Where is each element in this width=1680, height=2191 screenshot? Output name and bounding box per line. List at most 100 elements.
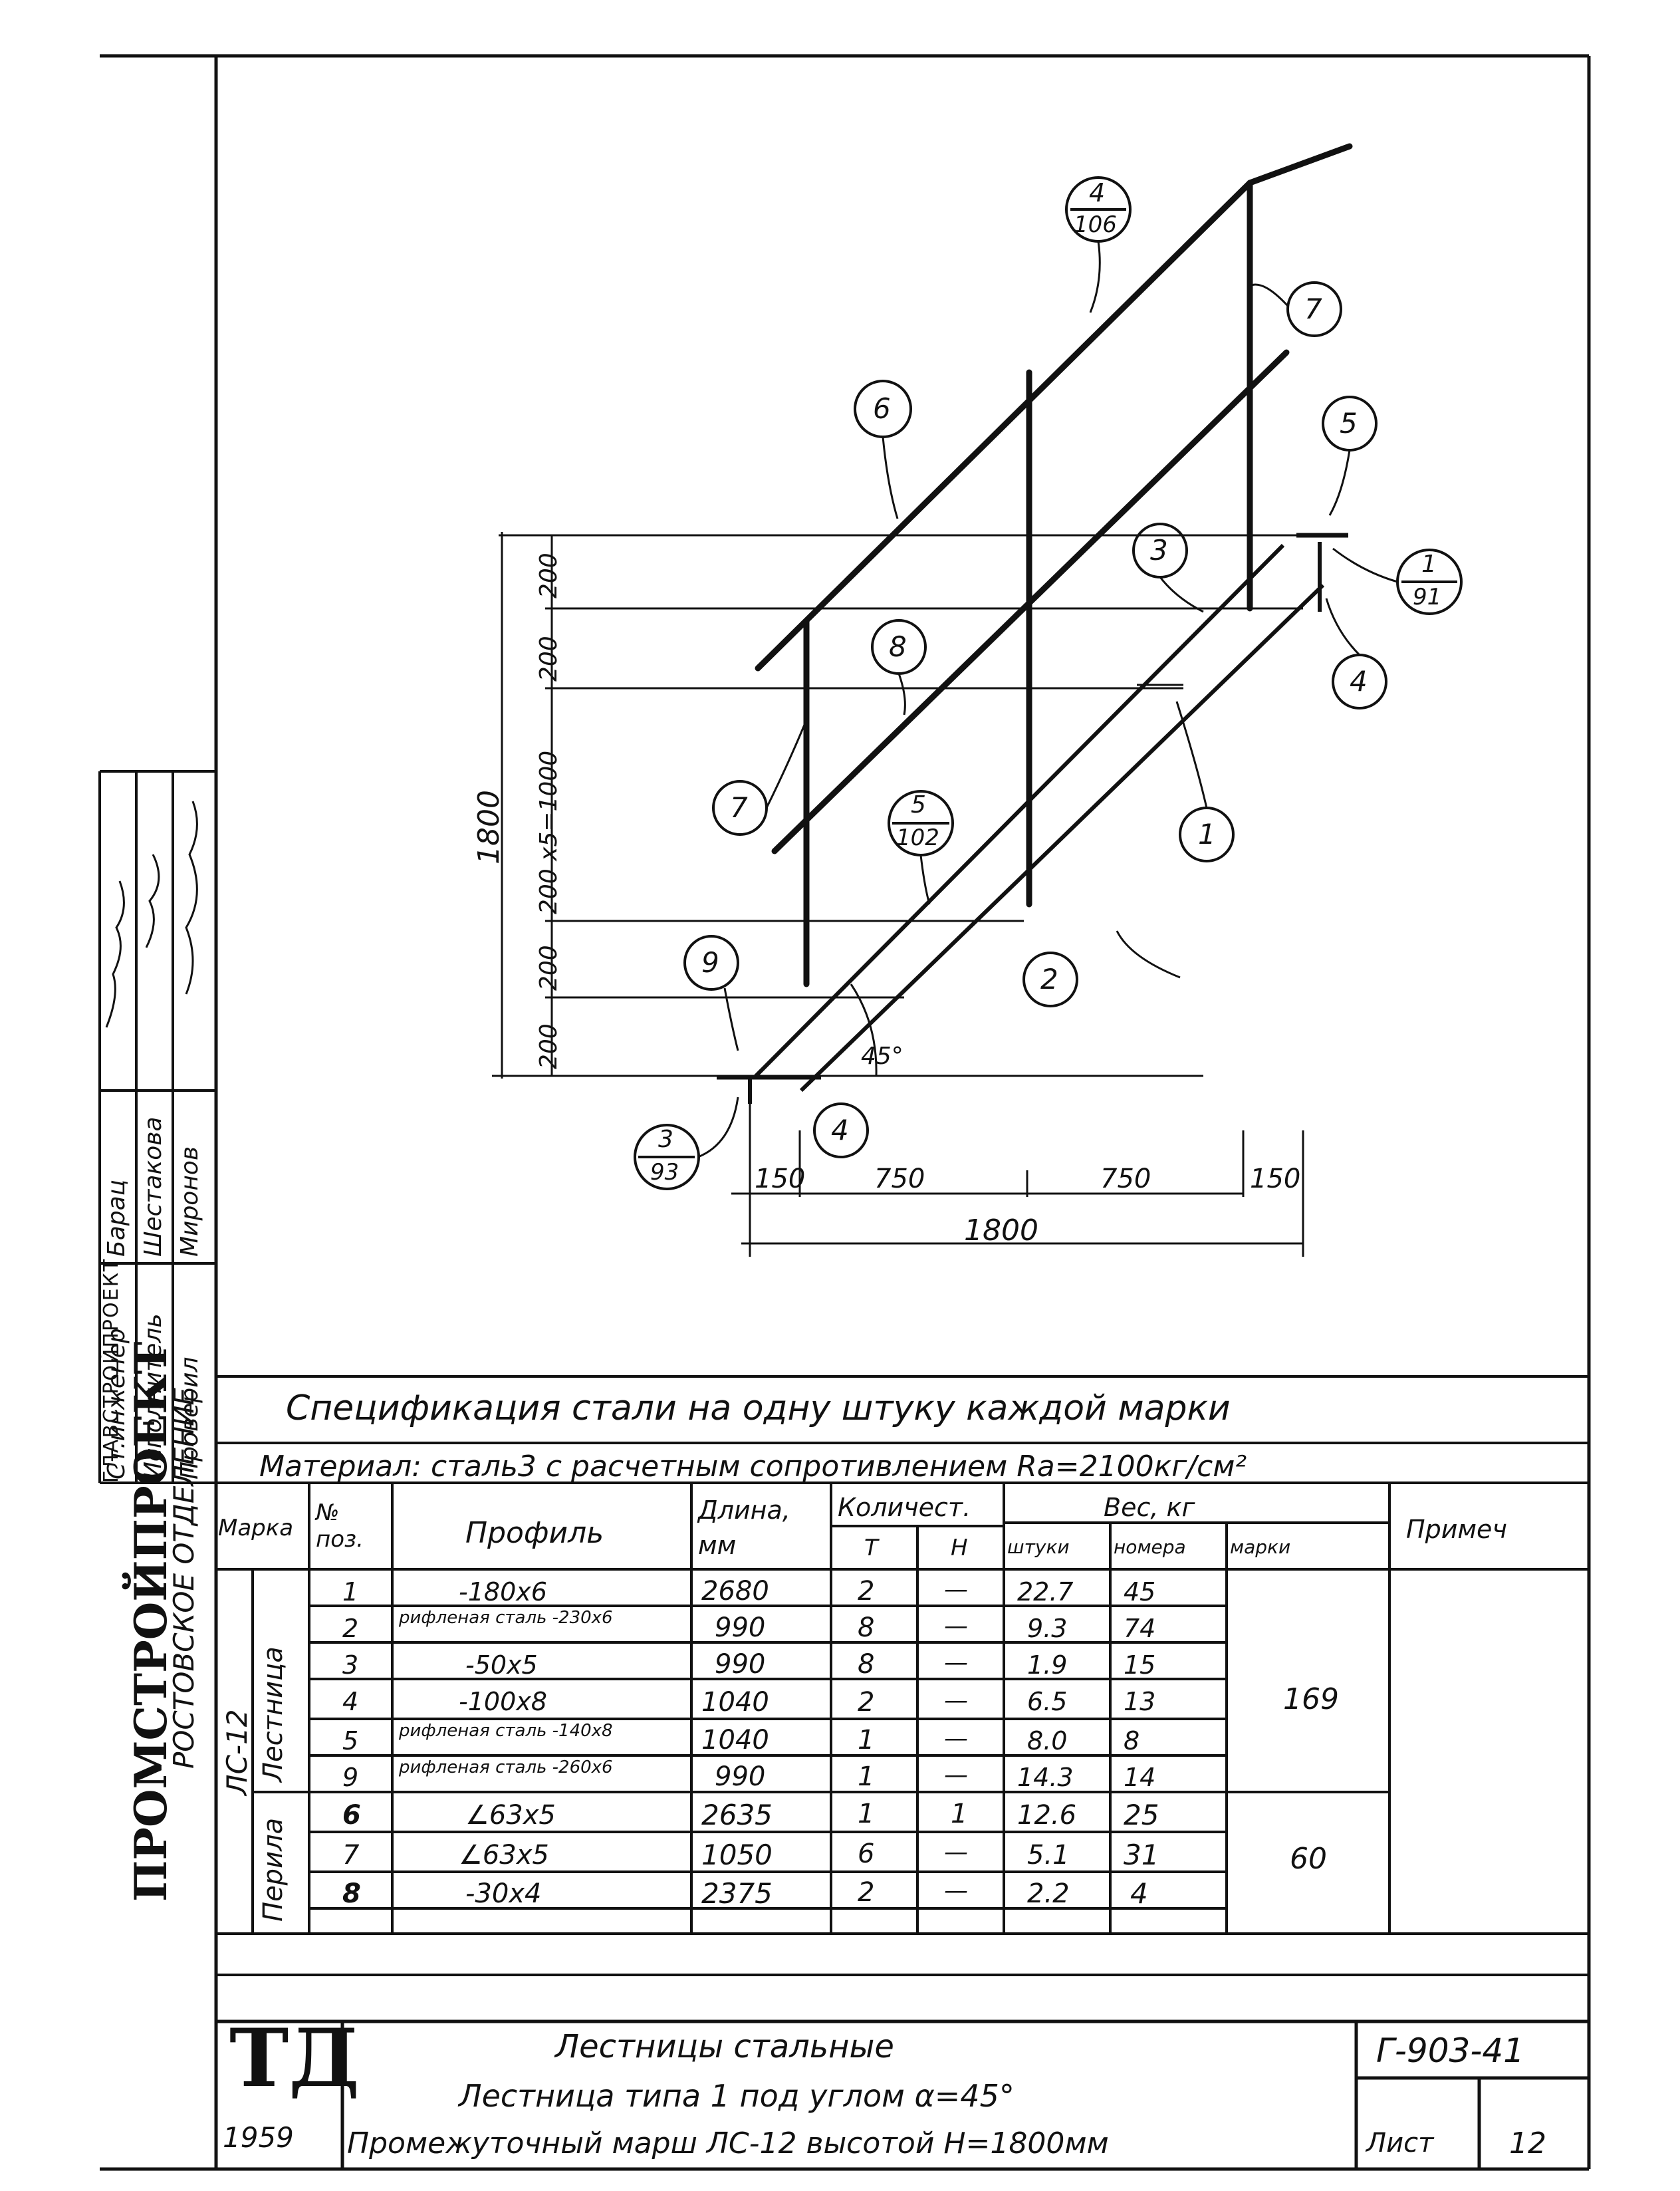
row-piece: 1.9 — [1027, 1650, 1068, 1680]
callout-3-93-top: 3 — [658, 1126, 673, 1153]
row-length: 1040 — [701, 1687, 769, 1718]
callout-circles — [634, 176, 1463, 1190]
title-line3: Промежуточный марш ЛС-12 высотой Н=1800м… — [347, 2127, 1109, 2160]
row-posw: 14 — [1124, 1763, 1156, 1792]
row-piece: 8.0 — [1027, 1726, 1068, 1755]
callout-4-106-top: 4 — [1089, 178, 1106, 207]
row-n: 1 — [951, 1799, 968, 1829]
dim-v-200x5: 200 x5=1000 — [535, 750, 562, 914]
row-length: 2680 — [701, 1576, 769, 1607]
row-n: — — [944, 1649, 968, 1676]
row-length: 990 — [715, 1649, 766, 1680]
row-pos: 6 — [342, 1800, 361, 1831]
mark-weight-perila: 60 — [1290, 1842, 1327, 1876]
row-n: — — [944, 1839, 968, 1866]
row-profile: -30x4 — [465, 1878, 542, 1909]
angle-label: 45° — [861, 1043, 903, 1070]
row-pos: 4 — [342, 1687, 359, 1716]
group-lestnica: Лестница — [258, 1646, 289, 1782]
callout-1-91-top: 1 — [1421, 551, 1437, 578]
mark-ls12: ЛС-12 — [221, 1709, 253, 1795]
row-pos: 5 — [342, 1726, 359, 1755]
header-note: Примеч — [1406, 1515, 1507, 1544]
tread-marks — [824, 607, 1217, 999]
row-t: 8 — [858, 1612, 875, 1643]
row-t: 1 — [858, 1761, 875, 1792]
dim-h-750-left: 750 — [874, 1164, 925, 1194]
row-posw: 45 — [1124, 1577, 1156, 1607]
header-profile: Профиль — [465, 1516, 604, 1550]
level-lines — [492, 534, 1303, 1077]
drawing-code: Г-903-41 — [1376, 2031, 1524, 2070]
callout-8: 8 — [889, 630, 907, 663]
row-length: 2635 — [701, 1799, 773, 1831]
sheet-label: Лист — [1366, 2128, 1434, 2158]
header-weight: Вес, кг — [1104, 1493, 1195, 1522]
callout-1: 1 — [1198, 818, 1216, 850]
row-piece: 2.2 — [1027, 1878, 1070, 1909]
row-piece: 5.1 — [1027, 1840, 1070, 1870]
spec-table-lines — [216, 1375, 1589, 1976]
row-pos: 2 — [342, 1614, 359, 1643]
row-profile: -180x6 — [459, 1577, 547, 1607]
row-posw: 8 — [1124, 1726, 1140, 1755]
row-piece: 12.6 — [1017, 1800, 1077, 1831]
row-posw: 13 — [1124, 1687, 1156, 1716]
stamp-name-3: Миронов — [176, 1146, 203, 1257]
callout-5-102-bottom: 102 — [896, 825, 939, 851]
stamp-name-1: Барац — [103, 1179, 130, 1257]
row-n: — — [944, 1725, 968, 1752]
stamp-role-3: Проверил — [176, 1356, 203, 1480]
stringer-lines — [748, 542, 1325, 1104]
sheet-number: 12 — [1509, 2127, 1546, 2160]
row-t: 2 — [858, 1576, 875, 1607]
row-pos: 9 — [342, 1763, 359, 1792]
row-profile: ∠63x5 — [459, 1840, 549, 1870]
callout-4a: 4 — [1350, 665, 1368, 698]
callout-3a: 3 — [1150, 534, 1168, 567]
header-w-mark: марки — [1230, 1536, 1291, 1558]
header-qty: Количест. — [838, 1493, 971, 1522]
row-piece: 14.3 — [1017, 1763, 1074, 1792]
vertical-dimension — [501, 532, 553, 1079]
callout-2: 2 — [1040, 963, 1058, 995]
row-profile: рифленая сталь -260x6 — [399, 1757, 613, 1777]
row-n: — — [944, 1877, 968, 1904]
callout-4-106-bottom: 106 — [1074, 211, 1117, 238]
spec-material: Материал: сталь3 с расчетным сопротивлен… — [259, 1450, 1247, 1483]
stamp-role-2: Исполнитель — [140, 1313, 167, 1480]
title-line1: Лестницы стальные — [555, 2028, 894, 2065]
callout-7a: 7 — [1304, 293, 1322, 325]
stamp-name-2: Шестакова — [140, 1116, 167, 1257]
row-t: 2 — [858, 1877, 875, 1908]
row-profile: рифленая сталь -140x8 — [399, 1721, 613, 1741]
row-t: 1 — [858, 1799, 875, 1829]
callout-1-91-bottom: 91 — [1413, 584, 1442, 610]
stair-geometry — [755, 143, 1353, 987]
row-piece: 22.7 — [1017, 1577, 1074, 1607]
horizontal-dimension — [731, 1091, 1304, 1257]
header-pos: № поз. — [316, 1499, 364, 1553]
callout-5a: 5 — [1340, 407, 1358, 440]
mark-weight-lestnica: 169 — [1283, 1682, 1339, 1716]
row-posw: 25 — [1124, 1799, 1159, 1831]
callout-9: 9 — [701, 946, 719, 979]
dim-h-150-right: 150 — [1250, 1164, 1301, 1194]
row-n: — — [944, 1687, 968, 1714]
dim-width-total: 1800 — [964, 1214, 1038, 1247]
row-length: 1040 — [701, 1725, 769, 1755]
row-posw: 74 — [1124, 1614, 1156, 1643]
leader-lines — [697, 241, 1398, 1158]
row-profile: -100x8 — [459, 1687, 547, 1716]
row-length: 1050 — [701, 1839, 773, 1871]
row-piece: 9.3 — [1027, 1614, 1068, 1643]
landing-plates — [717, 533, 1348, 1080]
row-t: 2 — [858, 1687, 875, 1718]
header-qty-n: Н — [951, 1535, 968, 1561]
row-pos: 3 — [342, 1650, 359, 1680]
callout-4b: 4 — [831, 1114, 849, 1146]
row-n: — — [944, 1612, 968, 1640]
callout-3-93-bottom: 93 — [650, 1159, 679, 1186]
row-t: 8 — [858, 1649, 875, 1680]
callout-6: 6 — [873, 392, 891, 425]
